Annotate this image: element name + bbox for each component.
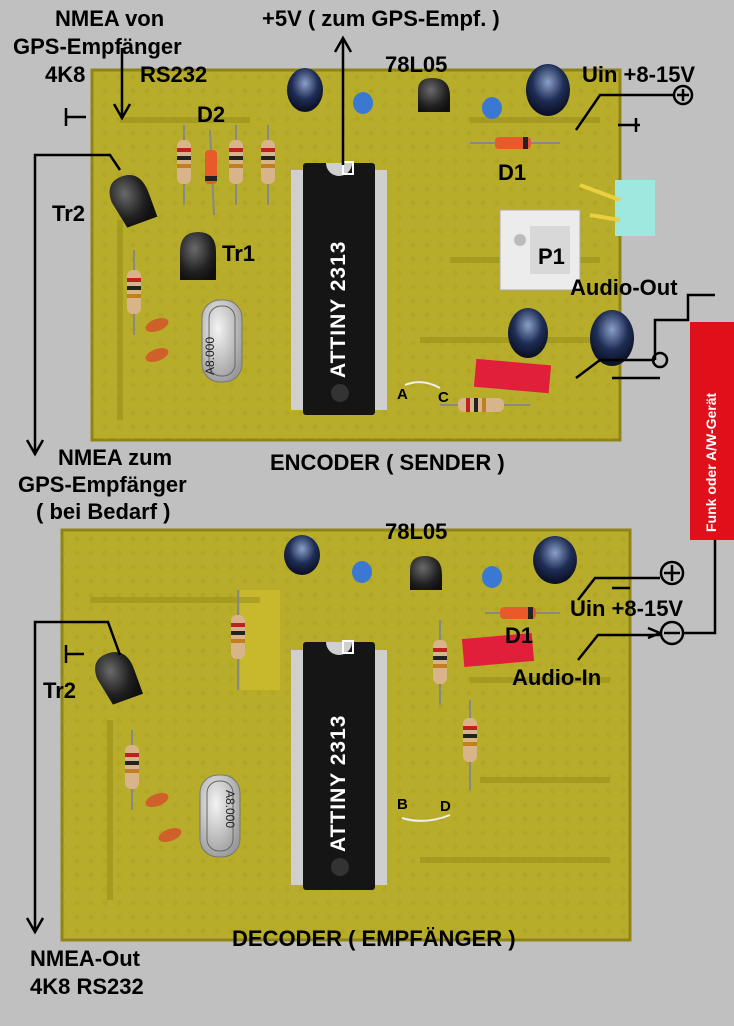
resistor [125,730,139,810]
label-audio-in: Audio-In [512,665,602,690]
label-tr2-bottom: Tr2 [43,678,77,703]
small-cap [158,828,182,842]
label-decoder: DECODER ( EMPFÄNGER ) [232,926,516,951]
decoder-ic [291,640,387,890]
crystal-label: A8.000 [203,337,217,375]
ceramic-cap [353,92,373,114]
decoder-chip-marking: ATTINY 2313 [327,714,350,852]
electrolytic-cap [508,308,548,358]
resistor [261,125,275,205]
label-nmea-to: NMEA zum [58,445,173,470]
label-nmea-out: NMEA-Out [30,946,140,971]
label-uin-top: Uin +8-15V [582,62,696,87]
radio-link-label: Funk oder A/W-Gerät [703,392,719,532]
arrow-nmea-out [25,620,122,935]
ceramic-cap [482,97,502,119]
ground-symbol [64,108,86,126]
ceramic-cap [482,566,502,588]
voltage-regulator [410,556,442,590]
label-pin-b: B [397,796,408,813]
crystal [201,299,243,383]
encoder-board: A8.000 [90,64,715,442]
electrolytic-cap [526,64,570,116]
decoder-board: A8.000 [60,528,717,942]
electrolytic-cap [533,536,577,584]
diode-d1 [470,137,560,149]
label-plus5v: +5V ( zum GPS-Empf. ) [262,6,500,31]
label-nmea-from-receiver: GPS-Empfänger [13,34,182,59]
resistor [177,125,191,205]
electrolytic-cap [287,68,323,112]
label-nmea-from-baud: 4K8 [45,62,86,87]
crystal [199,774,241,858]
label-nmea-to-receiver: GPS-Empfänger [18,472,187,497]
label-d1-top: D1 [498,160,527,185]
electrolytic-cap [590,310,634,366]
electrolytic-cap [284,535,320,575]
film-cap [473,358,552,394]
diode-d2 [205,129,217,216]
radio-link-box [690,322,734,540]
film-cap [461,633,535,667]
label-regulator-top: 78L05 [385,52,448,77]
transistor-tr2 [95,651,144,705]
arrow-5v-out [333,35,353,165]
resistor [440,398,530,412]
transistor-tr2 [109,174,158,228]
label-encoder: ENCODER ( SENDER ) [270,450,505,475]
transistor-tr1 [180,232,216,280]
crystal-label: A8.000 [223,790,237,828]
label-nmea-to-need: ( bei Bedarf ) [36,499,171,524]
label-tr2-top: Tr2 [52,201,86,226]
label-regulator-bottom: 78L05 [385,519,448,544]
resistor [127,250,141,335]
label-nmea-from: NMEA von [55,6,165,31]
label-nmea-from-proto: RS232 [140,62,208,87]
ceramic-cap [352,561,372,583]
small-cap [145,318,169,332]
arrow-nmea-to-gps [25,153,122,457]
label-tr1: Tr1 [222,241,256,266]
arrow-nmea-in [112,48,132,121]
small-cap [145,348,169,362]
resistor [433,620,447,705]
small-cap [145,793,169,807]
label-d1-bottom: D1 [505,623,534,648]
resistor [463,700,477,790]
label-d2: D2 [197,102,226,127]
label-nmea-out-baud: 4K8 RS232 [30,974,144,999]
label-audio-out: Audio-Out [570,275,678,300]
label-pin-c: C [438,389,449,406]
resistor [229,125,243,205]
label-pin-d: D [440,798,451,815]
resistor [231,590,245,690]
trimmer-pad-marker [615,180,655,236]
encoder-ic [291,161,387,415]
ground-symbol [64,645,84,663]
encoder-chip-marking: ATTINY 2313 [327,240,350,378]
diode-d1 [485,607,560,619]
label-pin-a: A [397,386,408,403]
voltage-regulator [418,78,450,112]
label-p1: P1 [538,244,565,269]
label-uin-bottom: Uin +8-15V [570,596,684,621]
